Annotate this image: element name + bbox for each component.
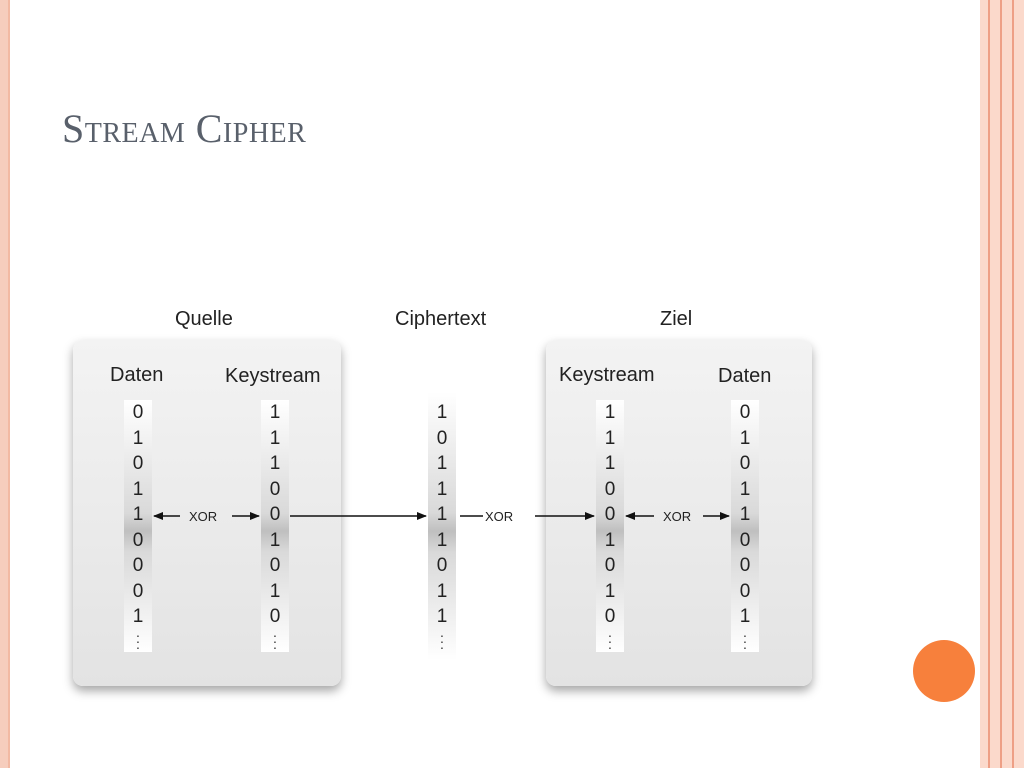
ciphertext-column [428, 392, 456, 660]
destination-data-label: Daten [718, 365, 772, 387]
continuation-dots: ··· [439, 626, 445, 655]
bit-value: 0 [739, 453, 751, 474]
bit-value: 1 [132, 427, 144, 449]
bit-value: 0 [739, 555, 751, 576]
bit-value: 1 [604, 427, 616, 449]
bit-value: 1 [739, 427, 751, 449]
bit-value: 1 [269, 580, 281, 602]
bit-value: 0 [132, 453, 144, 474]
source-keystream-label: Keystream [225, 365, 321, 387]
section-label-destination: Ziel [660, 308, 693, 330]
bit-value: 1 [436, 580, 448, 602]
slide-frame-left [0, 0, 10, 768]
bit-value: 1 [436, 478, 448, 500]
bit-value: 0 [132, 555, 144, 576]
continuation-dots: ··· [135, 626, 141, 655]
bit-value: 1 [604, 402, 616, 423]
bit-value: 0 [604, 478, 616, 500]
bit-value: 1 [436, 606, 448, 627]
source-data-label: Daten [110, 364, 164, 386]
slide-title: Stream Cipher [62, 106, 307, 151]
bit-value: 0 [132, 529, 144, 551]
bit-value: 1 [269, 529, 281, 551]
bit-value: 0 [739, 402, 751, 423]
bit-value: 0 [739, 580, 751, 602]
destination-xor-label: XOR [663, 509, 692, 524]
ciphertext-xor-label: XOR [485, 509, 514, 524]
bit-value: 0 [739, 529, 751, 551]
bit-value: 1 [436, 453, 448, 474]
continuation-dots: ··· [607, 626, 613, 655]
bit-value: 0 [132, 402, 144, 423]
bit-value: 1 [132, 606, 144, 627]
bit-value: 1 [269, 402, 281, 423]
source-panel [73, 340, 341, 686]
accent-circle [913, 640, 975, 702]
bit-value: 0 [269, 478, 281, 500]
bit-value: 1 [132, 478, 144, 500]
bit-value: 1 [436, 504, 448, 525]
bit-value: 1 [269, 453, 281, 474]
section-label-ciphertext: Ciphertext [395, 308, 487, 330]
destination-keystream-label: Keystream [559, 364, 655, 386]
bit-value: 0 [269, 504, 281, 525]
source-keystream-column [261, 400, 289, 652]
bit-value: 1 [604, 453, 616, 474]
source-xor-label: XOR [189, 509, 218, 524]
continuation-dots: ··· [742, 626, 748, 655]
slide-frame-right [980, 0, 1024, 768]
bit-value: 1 [436, 529, 448, 551]
continuation-dots: ··· [272, 626, 278, 655]
bit-value: 1 [604, 529, 616, 551]
bit-value: 0 [436, 555, 448, 576]
bit-value: 0 [604, 555, 616, 576]
bit-value: 1 [739, 478, 751, 500]
section-label-source: Quelle [175, 308, 233, 330]
bit-value: 1 [604, 580, 616, 602]
bit-value: 1 [269, 427, 281, 449]
destination-data-column [731, 400, 759, 652]
bit-value: 1 [436, 402, 448, 423]
bit-value: 0 [604, 606, 616, 627]
bit-value: 0 [604, 504, 616, 525]
bit-value: 0 [269, 555, 281, 576]
bit-value: 0 [436, 427, 448, 449]
bit-value: 1 [739, 606, 751, 627]
bit-value: 0 [132, 580, 144, 602]
destination-keystream-column [596, 400, 624, 652]
bit-value: 1 [739, 504, 751, 525]
bit-value: 0 [269, 606, 281, 627]
bit-value: 1 [132, 504, 144, 525]
source-data-column [124, 400, 152, 652]
